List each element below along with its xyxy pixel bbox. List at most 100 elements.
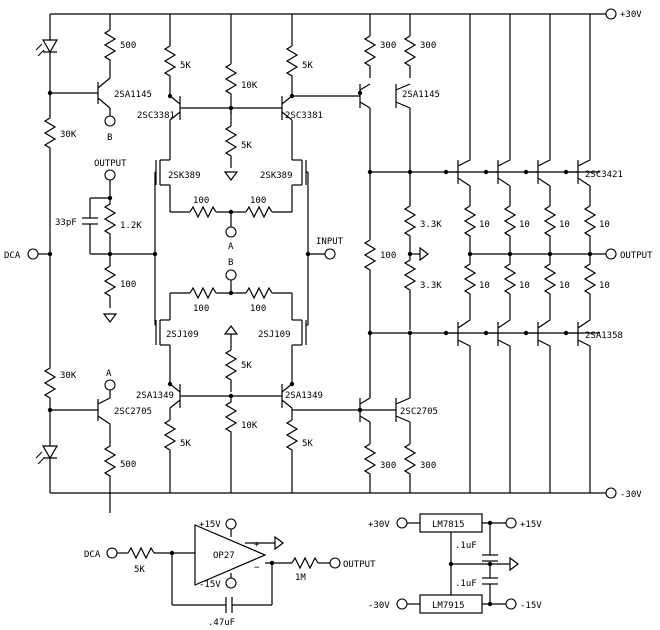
- pnp-base-junction: [483, 330, 489, 336]
- npn-collector-leg: [537, 159, 551, 167]
- pnp-base-junction: [563, 330, 569, 336]
- label-q-2sa1145-right: 2SA1145: [402, 90, 440, 100]
- npn-collector-leg: [497, 159, 511, 167]
- label-r5k-tl: 5K: [180, 61, 191, 71]
- label-reg-in-neg: -30V: [368, 601, 390, 611]
- label-q-2sa1349-right: 2SA1349: [285, 391, 323, 401]
- label-q-2sc3381-right: 2SC3381: [285, 111, 323, 121]
- label-r300-c: 300: [380, 461, 396, 471]
- label-output-left: OUTPUT: [94, 159, 127, 169]
- rail-pos-terminal: [605, 8, 617, 20]
- label-reg-out-pos: +15V: [520, 520, 542, 530]
- ground-servo-icon: [274, 535, 284, 551]
- label-node-b-left: B: [107, 133, 112, 143]
- emitter-resistor-top: [503, 205, 517, 254]
- label-output-main: OUTPUT: [620, 251, 653, 261]
- pnp-emitter-leg: [577, 319, 591, 329]
- positive-rail: +30V: [50, 8, 642, 20]
- label-r300-b: 300: [420, 41, 436, 51]
- output-terminal: [605, 248, 617, 260]
- label-q-2sc3421: 2SC3421: [585, 170, 623, 180]
- label-node-a-mid: A: [228, 242, 234, 252]
- ground-left-icon: [102, 313, 118, 323]
- emitter-resistor-bottom: [543, 254, 557, 320]
- label-r100-jb2: 100: [250, 304, 266, 314]
- label-r100-jb1: 100: [193, 304, 209, 314]
- npn-base-junction: [443, 169, 449, 175]
- emitter-resistor-bottom: [583, 254, 597, 320]
- emitter-resistor-top: [463, 205, 477, 254]
- label-q-2sc2705-left: 2SC2705: [114, 407, 152, 417]
- emitter-resistor-top: [583, 205, 597, 254]
- label-servo-r-out: 1M: [295, 573, 306, 583]
- label-reg-c-bot: .1uF: [455, 579, 477, 589]
- label-r300-d: 300: [420, 461, 436, 471]
- label-r10-top-1: 10: [479, 220, 490, 230]
- npn-emitter-leg: [577, 177, 591, 187]
- label-r5k-tr: 5K: [302, 61, 313, 71]
- label-r100-jt2: 100: [250, 196, 266, 206]
- label-reg-out-neg: -15V: [520, 601, 542, 611]
- output-main: OUTPUT 2SC3421 2SA1358: [470, 170, 653, 341]
- label-r30k-top: 30K: [60, 130, 77, 140]
- q-2sc2705-left: A 2SC2705 500: [50, 369, 152, 513]
- pnp-emitter-leg: [457, 319, 471, 329]
- pnp-emitter-leg: [537, 319, 551, 329]
- label-q-2sc3381-left: 2SC3381: [137, 111, 175, 121]
- label-opamp: OP27: [213, 551, 235, 561]
- label-r100-jt1: 100: [193, 196, 209, 206]
- label-opamp-minus: −: [254, 563, 260, 573]
- label-reg-neg: LM7915: [432, 601, 465, 611]
- pnp-collector-leg: [457, 339, 471, 347]
- label-q-2sj109-left: 2SJ109: [166, 330, 199, 340]
- npn-base-junction: [483, 169, 489, 175]
- label-servo-cap: .47uF: [208, 618, 235, 628]
- led-top-icon: [41, 39, 59, 54]
- emitter-resistor-top: [543, 205, 557, 254]
- label-dca: DCA: [4, 251, 21, 261]
- label-q-2sk389-right: 2SK389: [260, 171, 293, 181]
- ground-mid-icon: [223, 171, 239, 181]
- label-q-2sa1358: 2SA1358: [585, 331, 623, 341]
- pnp-collector-leg: [537, 339, 551, 347]
- npn-emitter-leg: [457, 177, 471, 187]
- label-q-2sa1145-left: 2SA1145: [114, 90, 152, 100]
- label-r10k-bot: 10K: [241, 421, 258, 431]
- label-r5k-br: 5K: [302, 439, 313, 449]
- q-2sj109-pair: B 100 100 2SJ109 2SJ109 5K: [155, 258, 308, 392]
- dca-terminal: [27, 248, 39, 260]
- pnp-base-junction: [523, 330, 529, 336]
- rail-neg-terminal: [605, 487, 617, 499]
- output-node-arrow-icon: [419, 246, 429, 262]
- npn-base-junction: [563, 169, 569, 175]
- label-q-2sa1349-left: 2SA1349: [136, 391, 174, 401]
- label-q-2sj109-right: 2SJ109: [258, 330, 291, 340]
- label-r3-3k-bot: 3.3K: [420, 281, 442, 291]
- label-r500-top: 500: [120, 41, 136, 51]
- label-vneg: -15V: [199, 580, 221, 590]
- pnp-collector-leg: [577, 339, 591, 347]
- q-2sa1349-pair: 2SA1349 2SA1349 5K 10K 5K: [136, 381, 323, 493]
- label-r500-bot: 500: [120, 460, 136, 470]
- label-r100-drv: 100: [380, 251, 396, 261]
- vas-bottom: 2SC2705 300 300: [292, 330, 600, 493]
- emitter-resistor-bottom: [463, 254, 477, 320]
- label-r300-a: 300: [380, 41, 396, 51]
- label-q-2sk389-left: 2SK389: [168, 171, 201, 181]
- label-reg-c-top: .1uF: [455, 541, 477, 551]
- label-servo-r-in: 5K: [134, 565, 145, 575]
- label-r5k-mid: 5K: [241, 141, 252, 151]
- label-input: INPUT: [316, 237, 344, 247]
- label-servo-out: OUTPUT: [343, 560, 376, 570]
- input-node: INPUT: [152, 237, 344, 260]
- feedback-network-left: OUTPUT 33pF 1.2K 100: [55, 159, 155, 323]
- label-r10-top-4: 10: [599, 220, 610, 230]
- pnp-collector-leg: [497, 339, 511, 347]
- label-r100-lft: 100: [120, 280, 136, 290]
- label-r10-top-3: 10: [559, 220, 570, 230]
- label-r5k-low: 5K: [241, 361, 252, 371]
- label-r5k-bl: 5K: [180, 439, 191, 449]
- rail-pos-label: +30V: [620, 10, 642, 20]
